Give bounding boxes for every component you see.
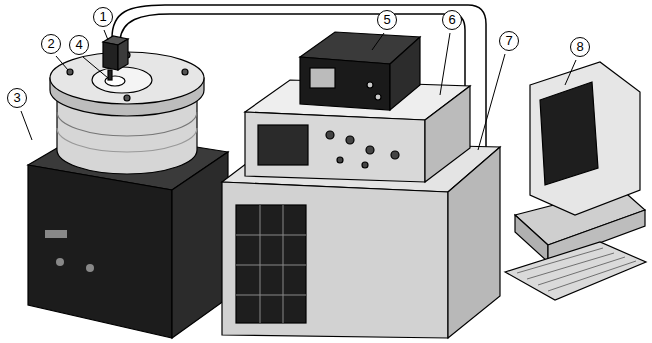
callout-number: 6	[442, 10, 462, 30]
leader-line	[21, 30, 576, 150]
callout-number: 5	[377, 10, 397, 30]
callout-number: 2	[41, 34, 61, 54]
computer	[505, 62, 646, 300]
callout-number: 3	[7, 88, 27, 108]
callout-number: 8	[570, 37, 590, 57]
callout-number: 7	[499, 31, 519, 51]
power-supply	[300, 32, 420, 110]
sample-holder	[92, 67, 152, 93]
cylinder-chamber	[50, 52, 204, 174]
sensor	[103, 36, 128, 80]
callout-number: 1	[93, 7, 113, 27]
callout-number: 4	[69, 35, 89, 55]
